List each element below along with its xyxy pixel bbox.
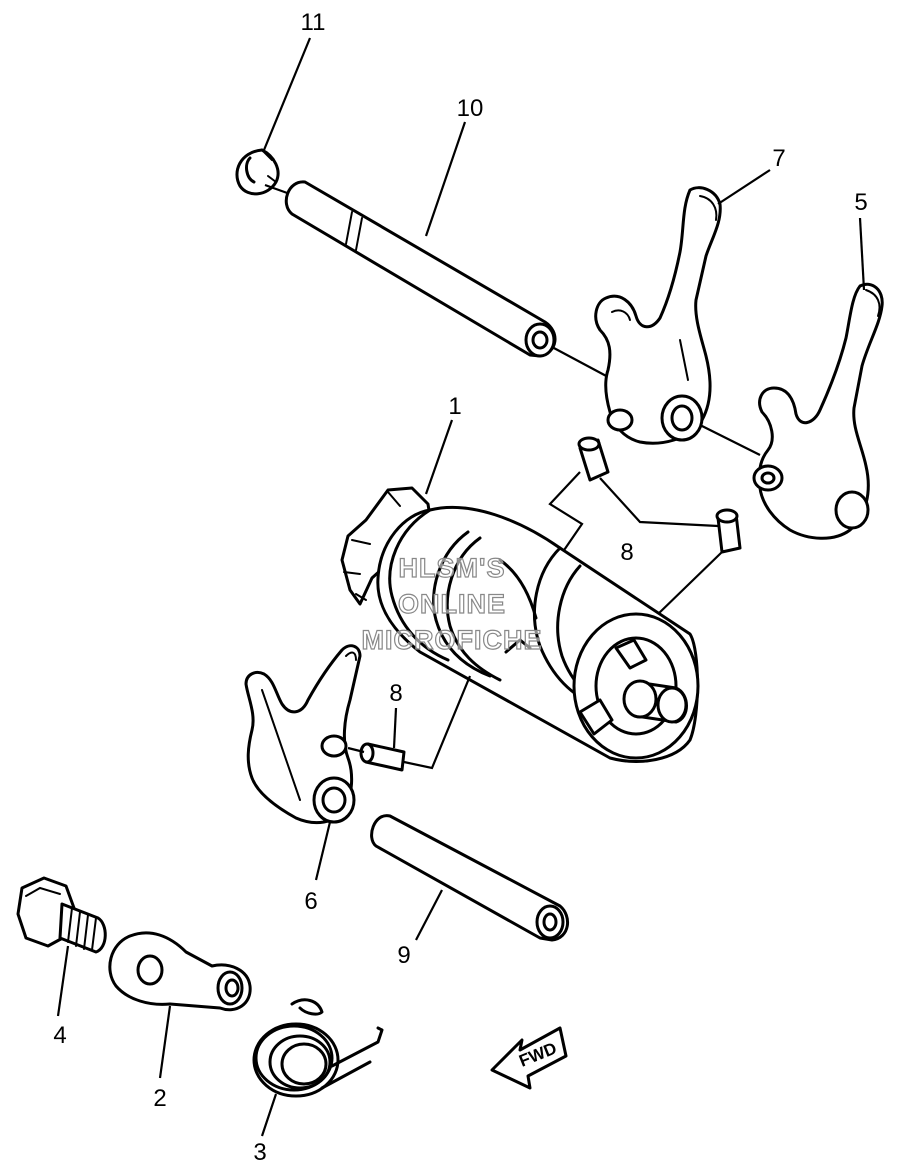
fork-shaft-part-9 bbox=[370, 814, 569, 942]
shift-drum-part-1 bbox=[340, 486, 700, 763]
callout-3: 3 bbox=[253, 1139, 266, 1166]
axis-line-5 bbox=[699, 424, 761, 456]
callout-2: 2 bbox=[153, 1085, 166, 1112]
guide-pin-part-8-lower bbox=[359, 742, 406, 772]
callout-9: 9 bbox=[397, 942, 410, 969]
leader-9 bbox=[415, 889, 443, 941]
circlip-part-11 bbox=[235, 148, 280, 196]
leader-10 bbox=[424, 121, 467, 237]
leader-3 bbox=[260, 1093, 278, 1137]
leader-4 bbox=[56, 945, 70, 1017]
leader-7 bbox=[717, 169, 771, 205]
bolt-part-4 bbox=[16, 876, 107, 954]
pin-guide-line-upper bbox=[548, 471, 584, 557]
watermark: HLSM'S ONLINE MICROFICHE bbox=[361, 552, 543, 655]
leader-6 bbox=[314, 821, 332, 881]
callout-1: 1 bbox=[448, 393, 461, 420]
guide-pin-part-8-upper bbox=[577, 436, 610, 482]
leader-5 bbox=[858, 217, 866, 291]
callout-4: 4 bbox=[53, 1022, 66, 1049]
fwd-direction-arrow: FWD bbox=[490, 1026, 568, 1090]
callout-6: 6 bbox=[304, 888, 317, 915]
axis-line-11 bbox=[264, 183, 291, 196]
leader-1 bbox=[424, 419, 454, 495]
watermark-line-3: MICROFICHE bbox=[362, 625, 543, 655]
pin-guide-line-right bbox=[655, 551, 723, 617]
callout-5: 5 bbox=[854, 189, 867, 216]
guide-pin-part-8-right bbox=[715, 508, 742, 554]
callout-7: 7 bbox=[772, 145, 785, 172]
pin-guide-line-lower bbox=[347, 675, 472, 770]
callout-8-lower: 8 bbox=[389, 680, 402, 707]
plate-part-2 bbox=[108, 931, 252, 1012]
spring-part-3 bbox=[252, 998, 384, 1098]
leader-11 bbox=[262, 37, 312, 151]
callout-11: 11 bbox=[301, 9, 326, 36]
fork-shaft-part-10 bbox=[284, 180, 557, 358]
callout-bracket-8 bbox=[599, 477, 719, 528]
shift-fork-part-7 bbox=[594, 186, 722, 445]
shift-fork-part-6 bbox=[244, 644, 362, 825]
axis-line-10 bbox=[551, 346, 611, 379]
leader-8-lower bbox=[392, 707, 398, 749]
shift-fork-part-5 bbox=[752, 282, 884, 540]
watermark-line-2: ONLINE bbox=[398, 589, 506, 619]
callout-8-upper: 8 bbox=[620, 539, 633, 566]
callout-10: 10 bbox=[457, 95, 484, 122]
leader-2 bbox=[158, 1005, 172, 1079]
watermark-line-1: HLSM'S bbox=[399, 553, 506, 583]
